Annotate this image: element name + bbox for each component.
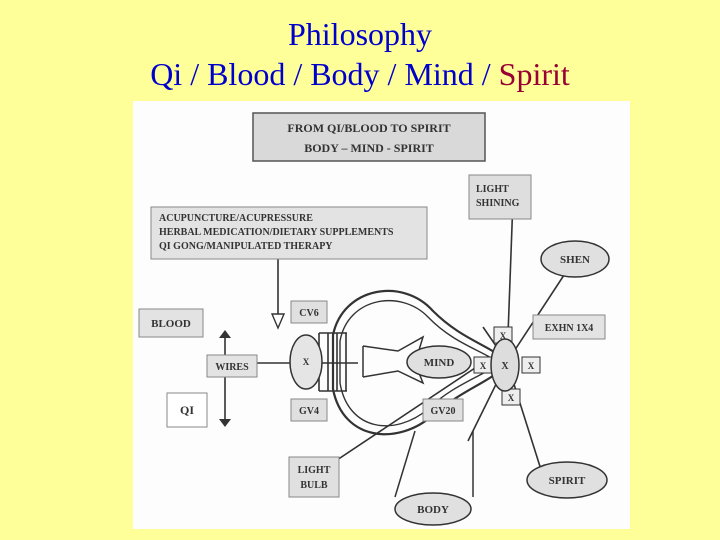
light-shining-line-2: SHINING: [476, 198, 520, 209]
x-label-left: X: [480, 361, 487, 371]
light-bulb-line-2: BULB: [300, 480, 328, 491]
cv6-box: [290, 300, 328, 324]
diagram-panel: FROM QI/BLOOD TO SPIRIT BODY – MIND - SP…: [133, 101, 630, 529]
exhn-box: [532, 314, 606, 340]
qi-label: QI: [180, 403, 194, 417]
gv20-box: [422, 398, 464, 422]
light-bulb-diagram: FROM QI/BLOOD TO SPIRIT BODY – MIND - SP…: [138, 112, 610, 526]
line-to-light-bulb: [327, 355, 494, 467]
slide-title: Philosophy: [287, 16, 433, 52]
x-label-top: X: [500, 331, 507, 341]
center-x-ellipse: [490, 338, 520, 392]
subtitle-spirit: Spirit: [498, 56, 570, 92]
mind-label: MIND: [424, 357, 455, 369]
gv20-label: GV20: [431, 406, 456, 417]
body-label: BODY: [417, 504, 449, 516]
therapy-box: [150, 206, 428, 260]
x-label-right: X: [528, 361, 535, 371]
body-cone-left: [394, 430, 416, 498]
therapy-line-2: HERBAL MEDICATION/DIETARY SUPPLEMENTS: [159, 227, 394, 238]
mind-ellipse: [406, 345, 472, 379]
base-x-ellipse: [289, 334, 323, 390]
subtitle-text: Qi / Blood / Body / Mind /: [150, 56, 499, 92]
wires-arrow-down: [219, 419, 231, 427]
light-shining-line-1: LIGHT: [476, 184, 509, 195]
exhn-label: EXHN 1X4: [545, 323, 594, 334]
header-line-1: FROM QI/BLOOD TO SPIRIT: [287, 121, 450, 135]
base-x-label: X: [303, 357, 310, 367]
spirit-label: SPIRIT: [549, 475, 586, 487]
header-line-2: BODY – MIND - SPIRIT: [304, 141, 434, 155]
therapy-arrowhead: [270, 313, 286, 330]
shen-label: SHEN: [560, 254, 590, 266]
gv4-box: [290, 398, 328, 422]
spirit-ellipse: [526, 461, 608, 499]
slide-subtitle: Qi / Blood / Body / Mind / Spirit: [0, 54, 720, 94]
therapy-line-1: ACUPUNCTURE/ACUPRESSURE: [159, 213, 313, 224]
blood-box: [138, 308, 204, 338]
light-bulb-line-1: LIGHT: [298, 465, 331, 476]
wires-label: WIRES: [215, 362, 249, 373]
slide-title-block: Philosophy Qi / Blood / Body / Mind / Sp…: [0, 14, 720, 94]
gv4-label: GV4: [299, 406, 319, 417]
cv6-label: CV6: [299, 308, 318, 319]
wires-box: [206, 354, 258, 378]
light-shining-box: [468, 174, 532, 220]
blood-label: BLOOD: [151, 318, 191, 330]
x-label-bottom: X: [508, 393, 515, 403]
center-x-label: X: [501, 361, 509, 372]
x-box-right: [521, 356, 541, 374]
shen-ellipse: [540, 240, 610, 278]
light-bulb-box: [288, 456, 340, 498]
header-box: [252, 112, 486, 162]
therapy-line-3: QI GONG/MANIPULATED THERAPY: [159, 241, 333, 252]
qi-box: [166, 392, 208, 428]
body-ellipse: [394, 492, 472, 526]
wires-arrow-up: [219, 330, 231, 338]
